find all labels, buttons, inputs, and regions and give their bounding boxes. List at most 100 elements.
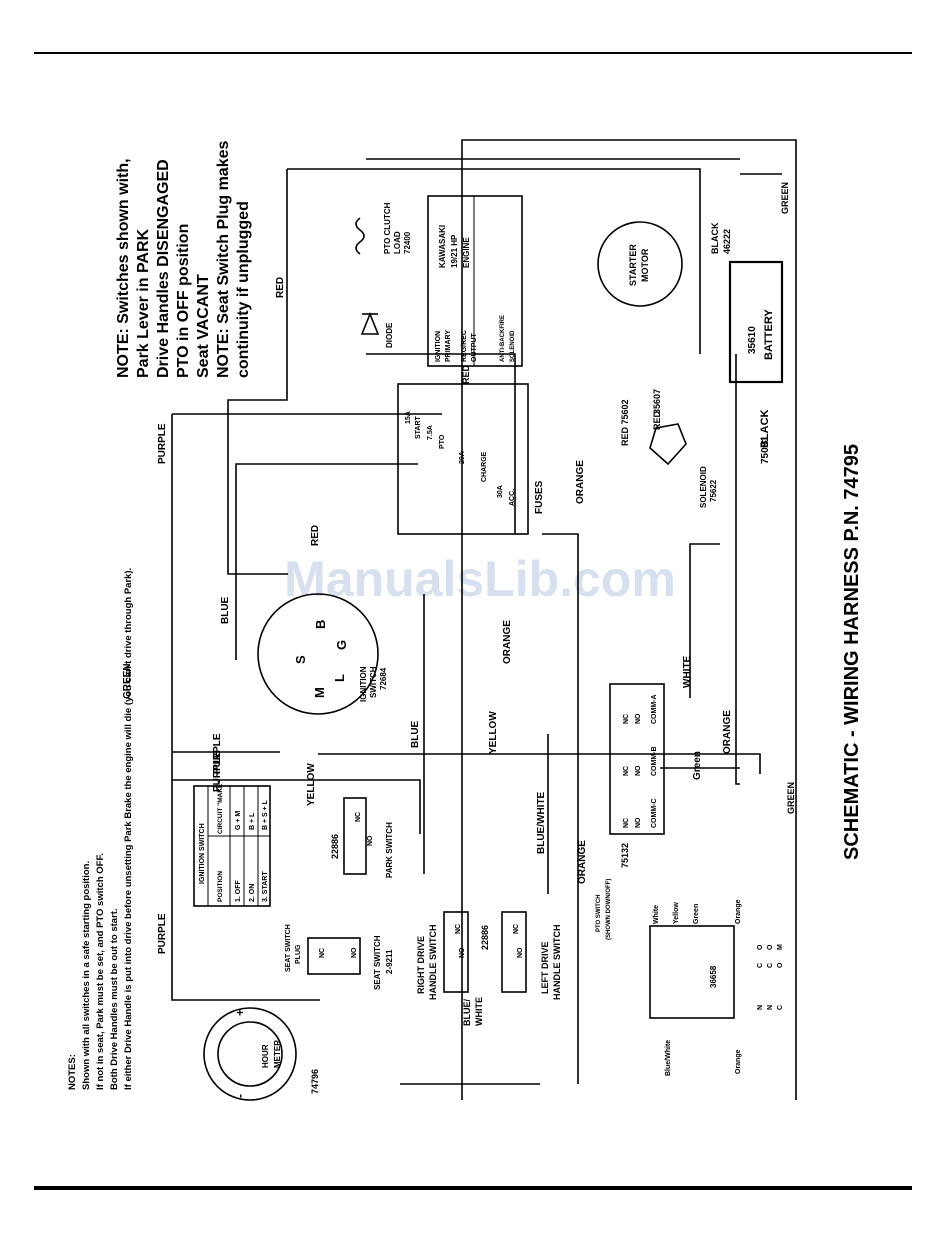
label-orange: ORANGE (502, 620, 513, 664)
park-switch-label: PARK SWITCH (385, 822, 394, 878)
ign-row-1-pos: 1. OFF (235, 879, 242, 902)
engine-box (427, 195, 523, 367)
blue-white-split-2: WHITE (474, 997, 484, 1026)
main-note-line-7: continuity if unplugged (235, 201, 252, 378)
schematic-title: SCHEMATIC - WIRING HARNESS P.N. 74795 (841, 444, 863, 860)
starter-motor-circle (597, 221, 683, 307)
seat-plug-2: PLUG (295, 944, 302, 964)
label-green-lc: Green (692, 751, 703, 780)
solenoid-pn: 75622 (709, 479, 718, 502)
red-cable-1: RED 75602 (620, 399, 630, 446)
label-purple-bottom: PURPLE (157, 913, 168, 954)
fuse-4-amp: 30A (497, 485, 504, 498)
pto-detail-w3: Green (693, 904, 700, 924)
label-orange-pto: ORANGE (722, 710, 733, 754)
purple-pto-wire (172, 779, 421, 834)
red-main-wire (287, 168, 701, 354)
pto-detail-c2: N (767, 1005, 774, 1010)
hour-meter-label-2: METER (273, 1040, 282, 1068)
engine-name-1: KAWASAKI (438, 225, 447, 268)
left-drive-label-1: LEFT DRIVE (540, 941, 550, 994)
pto-detail-d1: C (757, 963, 764, 968)
fuse-1-amp: 15A (405, 411, 412, 424)
label-yellow: YELLOW (306, 763, 317, 806)
engine-ignition-2: PRIMARY (445, 330, 452, 362)
fuse-3-name: CHARGE (481, 451, 488, 482)
pto-switch-label-2: (SHOWN DOWN/OFF) (606, 879, 612, 940)
starter-motor: STARTER MOTOR (597, 221, 683, 307)
seat-nc: NC (319, 948, 326, 958)
starter-solenoid: SOLENOID 75622 BLACK 75091 RED 75602 RED… (620, 389, 771, 508)
right-drive-no: NO (459, 947, 466, 958)
pto-detail-pn: 36658 (709, 965, 718, 988)
main-note-line-3: Drive Handles DISENGAGED (155, 159, 172, 378)
pto-detail-c1: N (757, 1005, 764, 1010)
park-nc: NC (355, 812, 362, 822)
pto-detail-w1: White (653, 905, 660, 924)
label-purple-top: PURPLE (157, 423, 168, 464)
pto-detail-e3: M (777, 944, 784, 950)
battery-label: BATTERY (763, 309, 775, 360)
diode-symbol (360, 311, 380, 335)
pto-detail-w4: Orange (735, 899, 742, 924)
pto-t7: NC (623, 714, 630, 724)
pto-detail: 36658 White Yellow Green Orange Blue/Whi… (649, 899, 784, 1076)
engine-antibackfire-1: ANTI-BACKFIRE (500, 315, 506, 362)
pto-detail-box (649, 925, 735, 1019)
hour-meter: HOUR METER - + 74796 (203, 1007, 320, 1101)
ignition-table: IGNITION SWITCH POSITION CIRCUIT "MAKE" … (193, 781, 271, 907)
green-wire-loop (461, 139, 797, 1100)
notes-line-2: Shown with all switches in a safe starti… (81, 861, 92, 1090)
main-note-line-5: Seat VACANT (195, 274, 212, 378)
orange-fuse-wire (366, 353, 516, 534)
ign-term-m: M (312, 687, 327, 698)
label-blue-white: BLUE/WHITE (536, 791, 547, 854)
engine-regrec-2: OUTPUT (471, 333, 478, 363)
battery-pn: 35610 (747, 326, 758, 354)
ign-term-g: G (334, 640, 349, 650)
solenoid-body (649, 423, 687, 466)
fuse-1-name: START (415, 415, 422, 439)
solenoid-black-pn: 75091 (760, 436, 771, 464)
right-drive-nc: NC (455, 924, 462, 934)
fuse-box (397, 383, 529, 535)
main-note: NOTE: Switches shown with, Park Lever in… (115, 141, 252, 379)
pto-t6: COMM-B (651, 746, 658, 776)
label-yellow-mid: YELLOW (488, 711, 499, 754)
park-switch-box (343, 797, 367, 875)
notes-line-5: If either Drive Handle is put into drive… (123, 568, 134, 1090)
label-white: WHITE (682, 655, 693, 688)
wire-labels: GREEN GREEN GREEN GREEN RED RED RED PURP… (122, 182, 796, 954)
ignition-switch-circle (257, 593, 379, 715)
red-cable-3: 35607 (652, 389, 662, 414)
notes-block: NOTES: Shown with all switches in a safe… (67, 568, 134, 1090)
ign-row-2-pos: 2. ON (249, 884, 256, 902)
pto-clutch-coil (355, 217, 365, 255)
orange-wire (542, 533, 579, 1084)
diode-label: DIODE (385, 322, 394, 348)
blue-wire (235, 463, 418, 660)
label-purple-pto: PURPLE (212, 751, 223, 792)
ign-term-l: L (332, 674, 347, 682)
hour-meter-label-1: HOUR (261, 1044, 270, 1068)
ign-row-3-pos: 3. START (262, 871, 269, 902)
notes-line-4: Both Drive Handles must be out to start. (109, 908, 120, 1090)
pto-t8: NO (635, 713, 642, 724)
solenoid-label: SOLENOID (699, 466, 708, 508)
solenoid-black: BLACK (759, 409, 771, 448)
battery-box (728, 260, 784, 384)
fuse-2-amp: 7.5A (427, 425, 434, 440)
pto-clutch-label-1: PTO CLUTCH (383, 202, 392, 254)
black-cable-1: BLACK (710, 222, 720, 254)
engine-antibackfire-2: SOLENOID (510, 330, 516, 362)
pto-t2: NO (635, 817, 642, 828)
label-orange-top: ORANGE (575, 460, 586, 504)
main-note-line-1: NOTE: Switches shown with, (115, 158, 132, 378)
pto-detail-e1: O (757, 944, 764, 950)
pto-clutch-label-3: 72400 (403, 231, 412, 254)
orange-pto-wire (735, 354, 740, 785)
starter-label-1: STARTER (628, 244, 638, 286)
label-green-top: GREEN (122, 663, 133, 699)
